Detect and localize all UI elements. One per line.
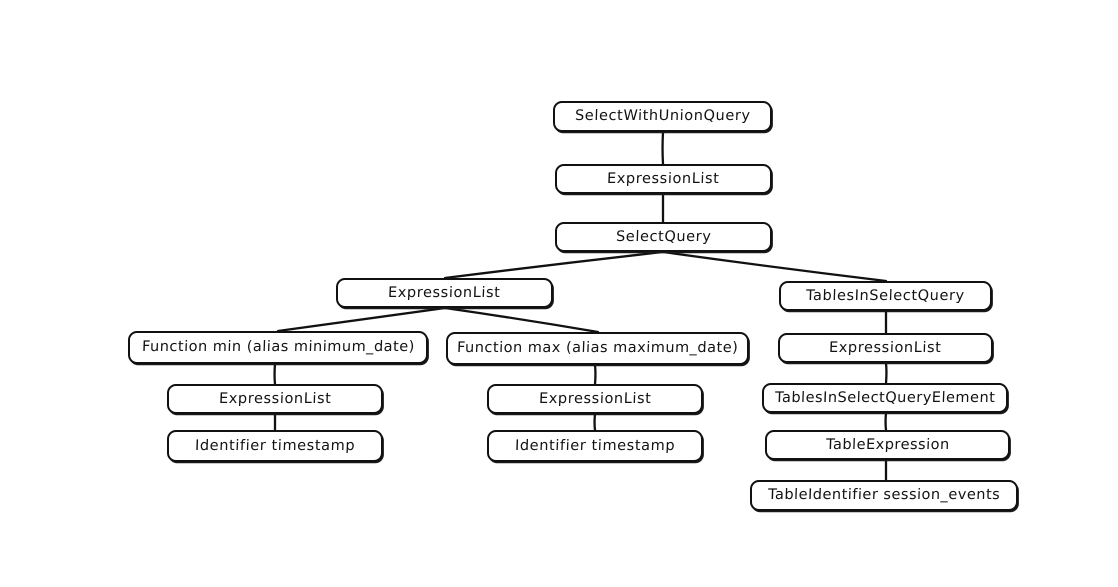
node-table_expression[interactable]: TableExpression	[765, 430, 1010, 460]
node-label: ExpressionList	[387, 284, 502, 301]
node-min_identifier[interactable]: Identifier timestamp	[167, 430, 383, 462]
node-label: ExpressionList	[606, 170, 721, 187]
node-label: TableExpression	[825, 436, 950, 453]
node-function_min[interactable]: Function min (alias minimum_date)	[128, 331, 428, 364]
node-table_identifier[interactable]: TableIdentifier session_events	[750, 480, 1018, 511]
node-label: Identifier timestamp	[514, 437, 676, 454]
edge-select_query-to-tables_in_select_query	[661, 250, 888, 283]
node-label: Function max (alias maximum_date)	[456, 340, 739, 357]
edge-select_query-to-select_expression_list	[443, 250, 665, 280]
node-min_expression_list[interactable]: ExpressionList	[167, 384, 383, 414]
node-label: ExpressionList	[218, 390, 332, 407]
node-label: Function min (alias minimum_date)	[141, 339, 415, 356]
node-function_max[interactable]: Function max (alias maximum_date)	[446, 332, 749, 365]
node-label: ExpressionList	[538, 390, 652, 407]
node-max_expression_list[interactable]: ExpressionList	[487, 384, 703, 414]
node-label: TableIdentifier session_events	[767, 487, 1001, 504]
edge-select_expression_list-to-function_max	[443, 306, 600, 334]
node-label: ExpressionList	[828, 339, 943, 356]
edge-select_expression_list-to-function_min	[276, 306, 447, 333]
node-select_query[interactable]: SelectQuery	[555, 222, 772, 252]
node-label: Identifier timestamp	[194, 437, 356, 454]
node-label: TablesInSelectQueryElement	[774, 389, 996, 406]
node-max_identifier[interactable]: Identifier timestamp	[487, 430, 703, 462]
node-select_expression_list[interactable]: ExpressionList	[336, 278, 553, 308]
node-select_with_union_query[interactable]: SelectWithUnionQuery	[553, 101, 772, 132]
node-label: TablesInSelectQuery	[805, 287, 966, 304]
node-tables_expression_list[interactable]: ExpressionList	[778, 333, 993, 363]
node-tables_in_select_query_element[interactable]: TablesInSelectQueryElement	[762, 383, 1008, 413]
node-root_expression_list[interactable]: ExpressionList	[555, 164, 772, 194]
node-label: SelectWithUnionQuery	[574, 108, 751, 125]
node-tables_in_select_query[interactable]: TablesInSelectQuery	[779, 281, 992, 311]
node-label: SelectQuery	[615, 228, 712, 245]
